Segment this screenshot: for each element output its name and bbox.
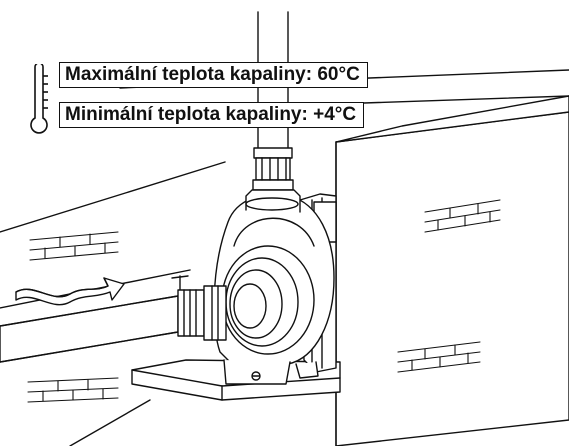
brick-pattern-left-bottom (27, 377, 119, 403)
flow-direction-arrow-icon (15, 277, 125, 306)
brick-pattern-right-bottom (397, 341, 481, 373)
thermometer-icon (30, 64, 48, 134)
discharge-pipe (252, 11, 294, 191)
pump-body (177, 189, 337, 385)
brick-pattern-right-top (424, 199, 501, 233)
min-temperature-label: Minimální teplota kapaliny: +4°C (59, 102, 365, 128)
right-box (335, 95, 569, 446)
max-temperature-label: Maximální teplota kapaliny: 60°C (59, 62, 368, 88)
brick-pattern-left-top (29, 231, 119, 261)
